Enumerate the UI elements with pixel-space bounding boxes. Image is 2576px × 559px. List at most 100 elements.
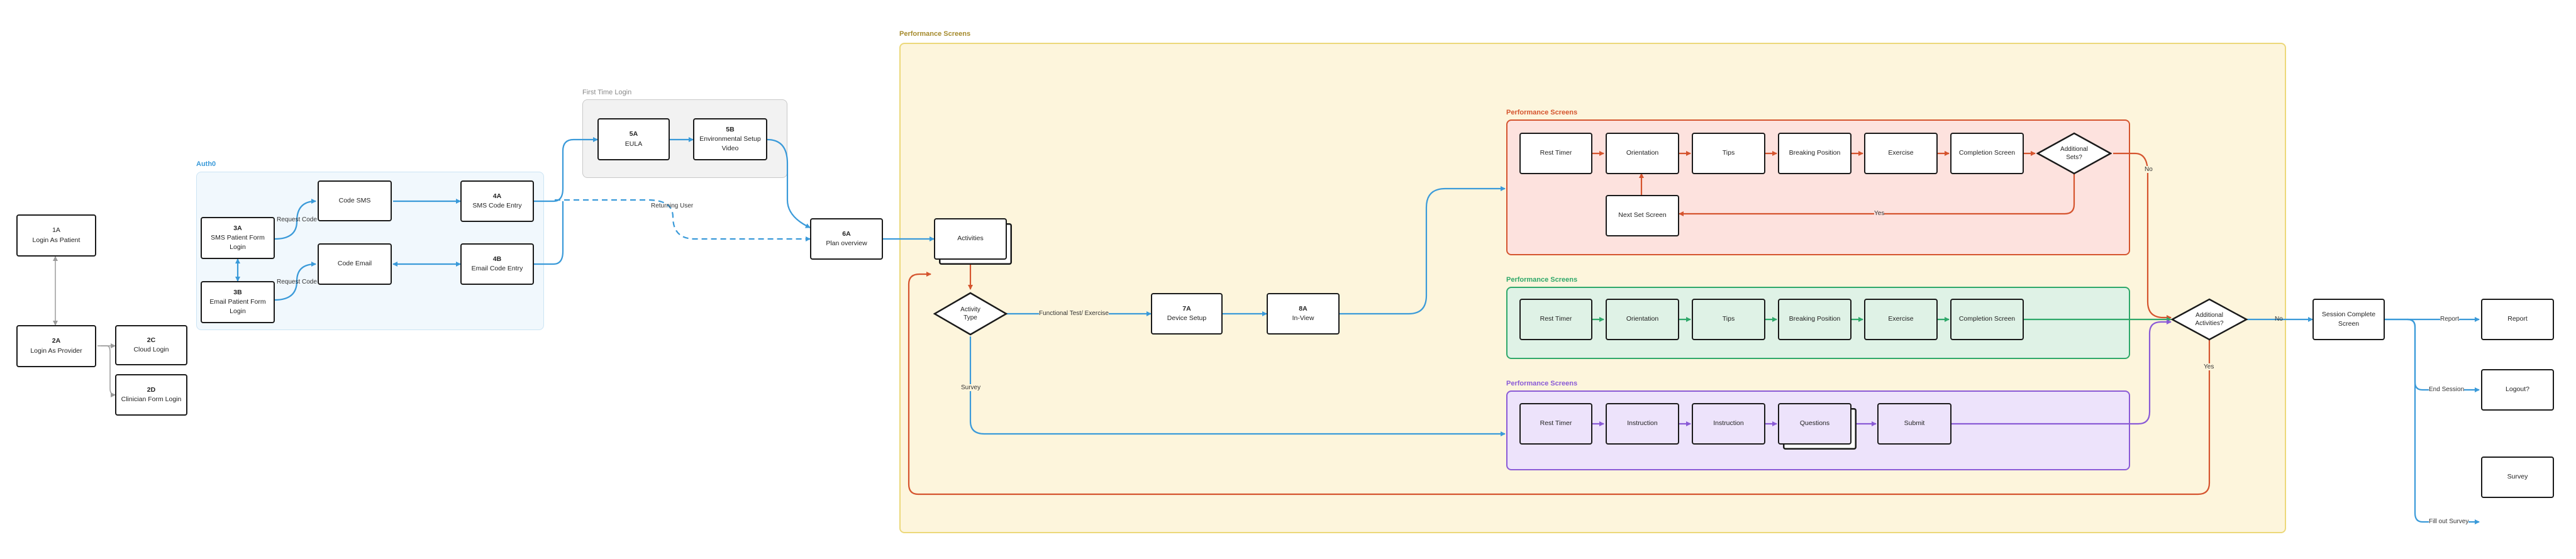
email-patient-form-login-box[interactable]: 3B Email Patient Form Login [201,281,275,323]
survey-box[interactable]: Survey [2481,457,2554,498]
red-exercise-box[interactable]: Exercise [1864,133,1938,174]
red-tips-box[interactable]: Tips [1692,133,1765,174]
login-as-patient-box[interactable]: 1A Login As Patient [16,214,96,257]
red-rest-timer-box[interactable]: Rest Timer [1519,133,1592,174]
report-box[interactable]: Report [2481,299,2554,340]
node-text: Instruction [1627,419,1658,428]
eula-box[interactable]: 5A EULA [597,118,670,160]
node-id: 6A [842,230,851,238]
green-tips-box[interactable]: Tips [1692,299,1765,340]
session-complete-screen-box[interactable]: Session Complete Screen [2312,299,2385,340]
purple-questions-box[interactable]: Questions [1778,403,1852,445]
activity-type-decision[interactable]: Activity Type [933,292,1008,336]
sms-code-entry-box[interactable]: 4A SMS Code Entry [460,180,534,222]
node-text: Tips [1722,315,1735,323]
node-text: Orientation [1626,315,1659,323]
node-text: Survey [2507,473,2528,481]
node-text: Device Setup [1167,314,1207,322]
red-breaking-position-box[interactable]: Breaking Position [1778,133,1852,174]
node-text: Activities [957,235,984,243]
node-text: Completion Screen [1958,315,2016,323]
node-id: 4B [492,255,502,263]
node-text: Environmental Setup Video [699,135,761,153]
edge-label-fill-out-survey: Fill out Survey [2429,518,2469,525]
diamond-shape [2171,298,2248,341]
sms-patient-form-login-box[interactable]: 3A SMS Patient Form Login [201,217,275,259]
node-id: 2C [147,336,156,344]
node-text: Additional Sets? [2060,145,2088,162]
additional-activities-decision[interactable]: Additional Activities? [2171,298,2248,341]
diamond-shape [933,292,1008,336]
activities-box[interactable]: Activities [934,218,1007,260]
code-email-box[interactable]: Code Email [318,243,392,285]
performance-screens-group-label: Performance Screens [899,30,971,38]
auth0-group-label: Auth0 [196,160,216,168]
edge-label-yes-activities: Yes [2204,363,2214,370]
node-id: 7A [1182,304,1191,313]
node-text: EULA [625,140,643,148]
node-text: Rest Timer [1540,149,1572,157]
node-text: In-View [1292,314,1314,322]
edge-label-functional-test: Functional Test/ Exercise [1039,310,1109,317]
edge-label-returning-user: Returning User [651,202,694,209]
node-text: Clinician Form Login [121,396,182,403]
node-text: Questions [1799,419,1830,428]
node-id: 4A [492,192,502,200]
next-set-screen-box[interactable]: Next Set Screen [1606,195,1679,236]
edge-label-report: Report [2440,316,2460,323]
node-text: Logout? [2506,385,2529,394]
plan-overview-box[interactable]: 6A Plan overview [810,218,883,260]
device-setup-box[interactable]: 7A Device Setup [1151,293,1223,335]
login-as-provider-box[interactable]: 2A Login As Provider [16,325,96,367]
node-text: Code Email [337,260,372,268]
purple-instruction-2-box[interactable]: Instruction [1692,403,1765,445]
green-completion-screen-box[interactable]: Completion Screen [1950,299,2024,340]
cloud-login-box[interactable]: 2C Cloud Login [115,325,187,365]
green-exercise-box[interactable]: Exercise [1864,299,1938,340]
node-id: 3B [233,288,242,296]
purple-instruction-1-box[interactable]: Instruction [1606,403,1679,445]
edge-label-survey: Survey [961,384,981,391]
in-view-box[interactable]: 8A In-View [1267,293,1340,335]
node-text: Submit [1904,419,1925,428]
logout-box[interactable]: Logout? [2481,369,2554,411]
node-text: Breaking Position [1789,149,1841,157]
node-text: Additional Activities? [2195,311,2224,328]
red-orientation-box[interactable]: Orientation [1606,133,1679,174]
clinician-form-login-box[interactable]: 2D Clinician Form Login [115,374,187,416]
first-time-login-group-label: First Time Login [582,89,632,96]
green-orientation-box[interactable]: Orientation [1606,299,1679,340]
node-text: Login As Provider [30,346,82,355]
code-sms-box[interactable]: Code SMS [318,180,392,221]
node-text: Completion Screen [1958,149,2016,157]
purple-rest-timer-box[interactable]: Rest Timer [1519,403,1592,445]
edge-label-yes-sets: Yes [1874,210,1885,217]
node-id: 1A [52,226,60,235]
edge-label-request-code-1: Request Code [277,216,317,223]
email-code-entry-box[interactable]: 4B Email Code Entry [460,243,534,285]
node-text: Plan overview [826,240,867,247]
edge-label-no-sets: No [2145,166,2153,173]
edge-label-request-code-2: Request Code [277,279,317,285]
environmental-setup-video-box[interactable]: 5B Environmental Setup Video [693,118,767,160]
node-id: 2D [147,385,156,394]
green-breaking-position-box[interactable]: Breaking Position [1778,299,1852,340]
node-text: Exercise [1888,315,1914,323]
node-text: SMS Code Entry [472,202,522,209]
edge-label-no-activities: No [2275,316,2283,323]
node-id: 8A [1299,304,1307,313]
additional-sets-decision[interactable]: Additional Sets? [2036,132,2112,175]
node-text: Instruction [1713,419,1744,428]
node-id: 2A [52,337,61,345]
node-text: Code SMS [338,196,371,204]
node-text: Orientation [1626,149,1659,157]
node-id: 5A [629,130,638,138]
red-completion-screen-box[interactable]: Completion Screen [1950,133,2024,174]
node-text: Tips [1722,149,1735,157]
purple-submit-box[interactable]: Submit [1877,403,1951,445]
green-rest-timer-box[interactable]: Rest Timer [1519,299,1592,340]
node-id: 5B [726,125,735,133]
node-text: Email Patient Form Login [209,297,266,316]
node-text: Session Complete Screen [2321,310,2376,328]
